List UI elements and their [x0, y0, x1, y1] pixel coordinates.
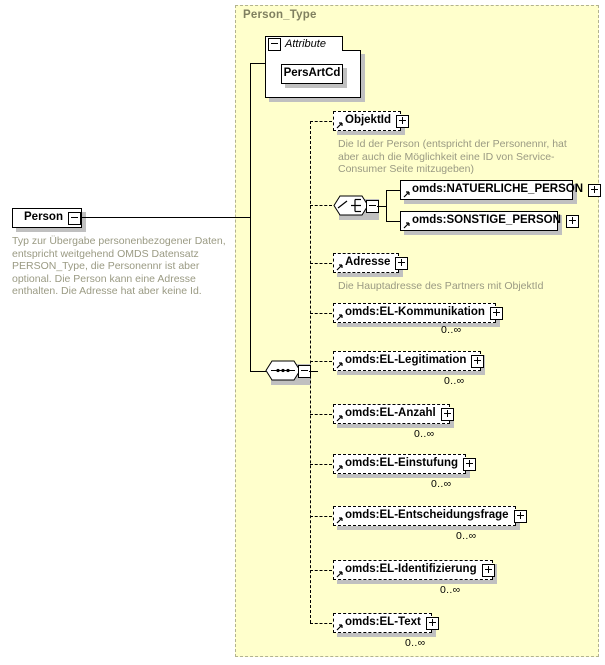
element-expand-icon[interactable] — [471, 354, 485, 368]
element-label: omds:EL-Entscheidungsfrage — [345, 509, 509, 522]
element-objektid[interactable]: ObjektId — [333, 111, 410, 131]
connector-branch-el-kommunikation — [310, 313, 332, 314]
element-ref-arrow-icon — [336, 464, 344, 472]
connector-to-attribute-group — [250, 63, 266, 64]
connector-trunk-up — [250, 63, 251, 218]
connector-branch-choice — [310, 205, 332, 206]
element-expand-icon[interactable] — [395, 256, 409, 270]
root-collapse-icon[interactable] — [68, 211, 81, 225]
connector-root-to-type — [82, 217, 251, 218]
cardinality-label: 0..∞ — [456, 530, 477, 542]
element-label: omds:EL-Text — [345, 616, 421, 629]
cardinality-label: 0..∞ — [441, 324, 462, 336]
element-ref-arrow-icon — [403, 221, 411, 229]
element-omds-el-legitimation[interactable]: omds:EL-Legitimation — [333, 351, 485, 371]
sequence-icon[interactable] — [265, 360, 309, 382]
root-element-label: Person — [24, 211, 63, 224]
root-element-person[interactable]: Person — [12, 208, 82, 228]
attribute-group-header[interactable]: Attribute — [265, 36, 343, 51]
element-expand-icon[interactable] — [565, 214, 579, 228]
connector-branch-natuerliche-person — [386, 190, 400, 191]
element-label: omds:EL-Anzahl — [345, 407, 436, 420]
element-expand-icon[interactable] — [463, 457, 477, 471]
cardinality-label: 0..∞ — [431, 478, 452, 490]
element-label: omds:NATUERLICHE_PERSON — [412, 183, 584, 196]
element-ref-arrow-icon — [336, 361, 344, 369]
element-expand-icon[interactable] — [396, 114, 410, 128]
connector-branch-objektid — [310, 121, 332, 122]
element-ref-arrow-icon — [336, 623, 344, 631]
element-expand-icon[interactable] — [588, 183, 602, 197]
element-label: omds:EL-Einstufung — [345, 457, 459, 470]
element-label: omds:EL-Identifizierung — [345, 563, 477, 576]
element-label: omds:EL-Kommunikation — [345, 306, 485, 319]
element-omds-sonstige-person[interactable]: omds:SONSTIGE_PERSON — [400, 211, 579, 231]
element-omds-el-identifizierung[interactable]: omds:EL-Identifizierung — [333, 560, 495, 580]
attribute-group-label: Attribute — [285, 38, 326, 50]
element-ref-arrow-icon — [336, 121, 344, 129]
element-expand-icon[interactable] — [489, 306, 503, 320]
element-expand-icon[interactable] — [481, 563, 495, 577]
choice-icon[interactable] — [333, 195, 377, 217]
element-ref-arrow-icon — [403, 190, 411, 198]
connector-branch-el-identifizierung — [310, 570, 332, 571]
type-title: Person_Type — [243, 9, 317, 21]
element-adresse[interactable]: Adresse — [333, 253, 409, 273]
element-ref-arrow-icon — [336, 313, 344, 321]
element-omds-el-entscheidungsfrage[interactable]: omds:EL-Entscheidungsfrage — [333, 506, 527, 526]
connector-sequence-to-children — [309, 371, 318, 372]
cardinality-label: 0..∞ — [414, 428, 435, 440]
element-expand-icon[interactable] — [513, 509, 527, 523]
connector-trunk-down — [250, 217, 251, 371]
attribute-item-label: PersArtCd — [283, 67, 341, 80]
adresse-documentation: Die Hauptadresse des Partners mit Objekt… — [338, 280, 544, 292]
connector-branch-adresse — [310, 263, 332, 264]
element-label: Adresse — [345, 256, 391, 269]
element-omds-el-anzahl[interactable]: omds:EL-Anzahl — [333, 404, 454, 424]
element-expand-icon[interactable] — [440, 407, 454, 421]
element-label: omds:EL-Legitimation — [345, 354, 467, 367]
element-ref-arrow-icon — [336, 263, 344, 271]
connector-branch-el-legitimation — [310, 361, 332, 362]
root-documentation: Typ zur Übergabe personenbezogener Daten… — [12, 235, 226, 297]
element-omds-el-einstufung[interactable]: omds:EL-Einstufung — [333, 454, 477, 474]
element-expand-icon[interactable] — [425, 616, 439, 630]
cardinality-label: 0..∞ — [444, 375, 465, 387]
connector-choice-trunk — [386, 190, 387, 222]
connector-branch-el-einstufung — [310, 464, 332, 465]
connector-branch-sonstige-person — [386, 221, 400, 222]
attribute-group-collapse-icon[interactable] — [268, 37, 281, 51]
person-type-container — [235, 5, 599, 657]
connector-branch-el-anzahl — [310, 414, 332, 415]
connector-choice-out — [377, 206, 386, 207]
element-ref-arrow-icon — [336, 516, 344, 524]
element-label: ObjektId — [345, 114, 392, 127]
connector-branch-el-text — [310, 623, 332, 624]
cardinality-label: 0..∞ — [440, 584, 461, 596]
attribute-item-persartcd[interactable]: PersArtCd — [281, 64, 343, 84]
cardinality-label: 0..∞ — [405, 637, 426, 649]
element-ref-arrow-icon — [336, 570, 344, 578]
element-omds-el-text[interactable]: omds:EL-Text — [333, 613, 439, 633]
element-label: omds:SONSTIGE_PERSON — [412, 214, 561, 227]
connector-branch-el-entscheidungsfrage — [310, 516, 332, 517]
objektid-documentation: Die Id der Person (entspricht der Person… — [338, 138, 567, 175]
connector-children-trunk — [310, 121, 311, 623]
element-ref-arrow-icon — [15, 218, 23, 226]
connector-to-sequence — [250, 371, 266, 372]
element-omds-natuerliche-person[interactable]: omds:NATUERLICHE_PERSON — [400, 180, 602, 200]
element-omds-el-kommunikation[interactable]: omds:EL-Kommunikation — [333, 303, 503, 323]
element-ref-arrow-icon — [336, 414, 344, 422]
